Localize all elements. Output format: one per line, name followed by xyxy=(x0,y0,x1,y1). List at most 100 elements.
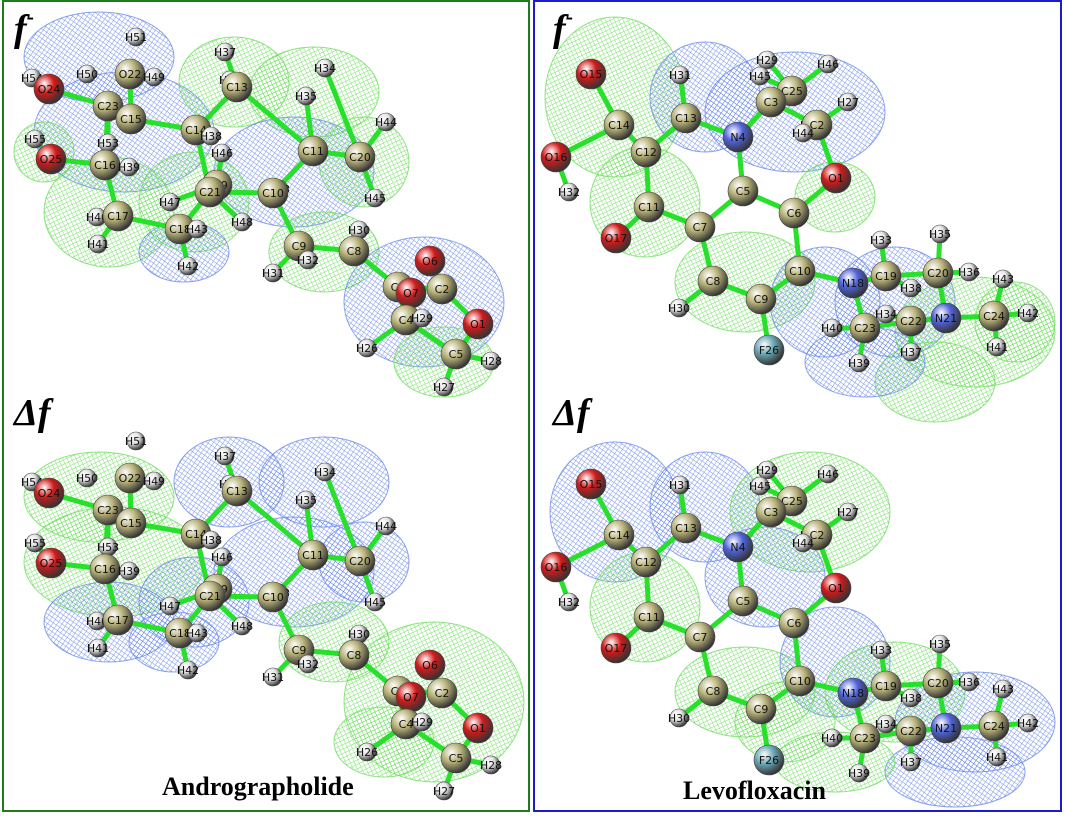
atom-h42: H42 xyxy=(1017,713,1039,733)
atom-label: H39 xyxy=(118,565,140,578)
atom-h42: H42 xyxy=(177,660,199,680)
atom-h53: H53 xyxy=(97,133,119,153)
atom-label: H38 xyxy=(900,282,922,295)
atom-c4: C4 xyxy=(390,708,422,740)
atom-label: C21 xyxy=(199,186,221,199)
atom-c12: C12 xyxy=(630,136,662,168)
atom-h45: H45 xyxy=(364,592,386,612)
atom-h49: H49 xyxy=(143,67,165,87)
atom-label: H39 xyxy=(118,161,140,174)
atom-o1: O1 xyxy=(462,308,494,340)
atom-label: C14 xyxy=(608,119,630,132)
atom-c5: C5 xyxy=(440,742,472,774)
atom-h48: H48 xyxy=(231,212,253,232)
atom-label: C25 xyxy=(781,495,803,508)
atom-label: F26 xyxy=(759,344,779,357)
atom-c10: C10 xyxy=(257,177,289,209)
atom-label: C16 xyxy=(94,563,116,576)
atom-h34: H34 xyxy=(875,304,897,324)
atom-c23: C23 xyxy=(849,312,881,344)
atom-sphere xyxy=(298,250,318,270)
atom-h40: H40 xyxy=(86,207,108,227)
atom-label: C20 xyxy=(349,151,371,164)
atom-label: H46 xyxy=(211,147,233,160)
atom-label: H53 xyxy=(97,137,119,150)
atom-label: N18 xyxy=(842,277,864,290)
atom-label: C10 xyxy=(789,675,811,688)
atom-c3: C3 xyxy=(755,86,787,118)
atom-h35: H35 xyxy=(295,86,317,106)
atom-label: C20 xyxy=(927,677,949,690)
atom-c8: C8 xyxy=(338,235,370,267)
atom-sphere xyxy=(232,616,252,636)
atom-label: H41 xyxy=(87,238,109,251)
atom-label: H44 xyxy=(375,116,397,129)
atom-label: H48 xyxy=(231,620,253,633)
atom-label: H39 xyxy=(848,767,870,780)
atom-label: H41 xyxy=(986,341,1008,354)
atom-c18: C18 xyxy=(164,617,196,649)
atom-sphere xyxy=(784,255,816,287)
atom-sphere xyxy=(922,667,954,699)
atom-label: H31 xyxy=(262,671,284,684)
atom-c11: C11 xyxy=(633,601,665,633)
atom-sphere xyxy=(201,530,221,550)
atom-label: C17 xyxy=(107,614,129,627)
atom-sphere xyxy=(755,496,787,528)
fukui-minus-label-left: f- xyxy=(14,4,34,50)
atom-sphere xyxy=(633,191,665,223)
atom-c20: C20 xyxy=(344,141,376,173)
atom-label: H43 xyxy=(186,627,208,640)
atom-sphere xyxy=(25,533,45,553)
atom-label: H36 xyxy=(958,676,980,689)
atom-sphere xyxy=(670,512,702,544)
atom-h37: H37 xyxy=(214,446,236,466)
atom-sphere xyxy=(232,212,252,232)
blue-mesh-lobe xyxy=(884,736,1026,808)
atom-sphere xyxy=(849,722,881,754)
atom-sphere xyxy=(987,337,1007,357)
atom-label: H33 xyxy=(870,234,892,247)
atom-h36: H36 xyxy=(958,672,980,692)
atom-label: H35 xyxy=(295,90,317,103)
atom-label: C9 xyxy=(754,293,769,306)
bond xyxy=(322,469,363,564)
atom-sphere xyxy=(750,66,770,86)
atom-sphere xyxy=(822,318,842,338)
atom-h29: H29 xyxy=(756,50,778,70)
atom-sphere xyxy=(365,188,385,208)
atom-h30: H30 xyxy=(668,708,690,728)
atom-label: H30 xyxy=(668,712,690,725)
atom-sphere xyxy=(755,86,787,118)
atom-label: H50 xyxy=(76,68,98,81)
atom-h41: H41 xyxy=(986,337,1008,357)
atom-sphere xyxy=(603,519,635,551)
atom-o16: O16 xyxy=(540,141,572,173)
atom-c2: C2 xyxy=(426,273,458,305)
atom-h30: H30 xyxy=(668,298,690,318)
atom-sphere xyxy=(115,103,147,135)
atom-sphere xyxy=(212,547,232,567)
atom-h46: H46 xyxy=(211,143,233,163)
atom-h46: H46 xyxy=(817,54,839,74)
atom-sphere xyxy=(603,109,635,141)
atom-label: N18 xyxy=(842,687,864,700)
atom-o24: O24 xyxy=(33,477,65,509)
atom-h44: H44 xyxy=(792,533,814,553)
atom-c11: C11 xyxy=(297,135,329,167)
atom-c7: C7 xyxy=(684,211,716,243)
atom-label: C8 xyxy=(347,649,362,662)
atom-label: C10 xyxy=(262,591,284,604)
atom-o7: O7 xyxy=(395,681,427,713)
atom-sphere xyxy=(633,601,665,633)
atom-sphere xyxy=(187,219,207,239)
atom-c24: C24 xyxy=(978,710,1010,742)
atom-label: C7 xyxy=(693,221,708,234)
atom-label: H37 xyxy=(214,46,236,59)
andrographolide-fukui-minus-molecule: H51H37H34H54H50O22H49H36C13O24C23H35C15C… xyxy=(21,27,502,397)
atom-c2: C2 xyxy=(426,677,458,709)
levofloxacin-fukui-minus-molecule: O15H31H29H45H46C25C3H27C14C13N4H28C2H44O… xyxy=(540,50,1039,373)
atom-sphere xyxy=(684,211,716,243)
atom-label: H45 xyxy=(364,596,386,609)
atom-h34: H34 xyxy=(875,714,897,734)
